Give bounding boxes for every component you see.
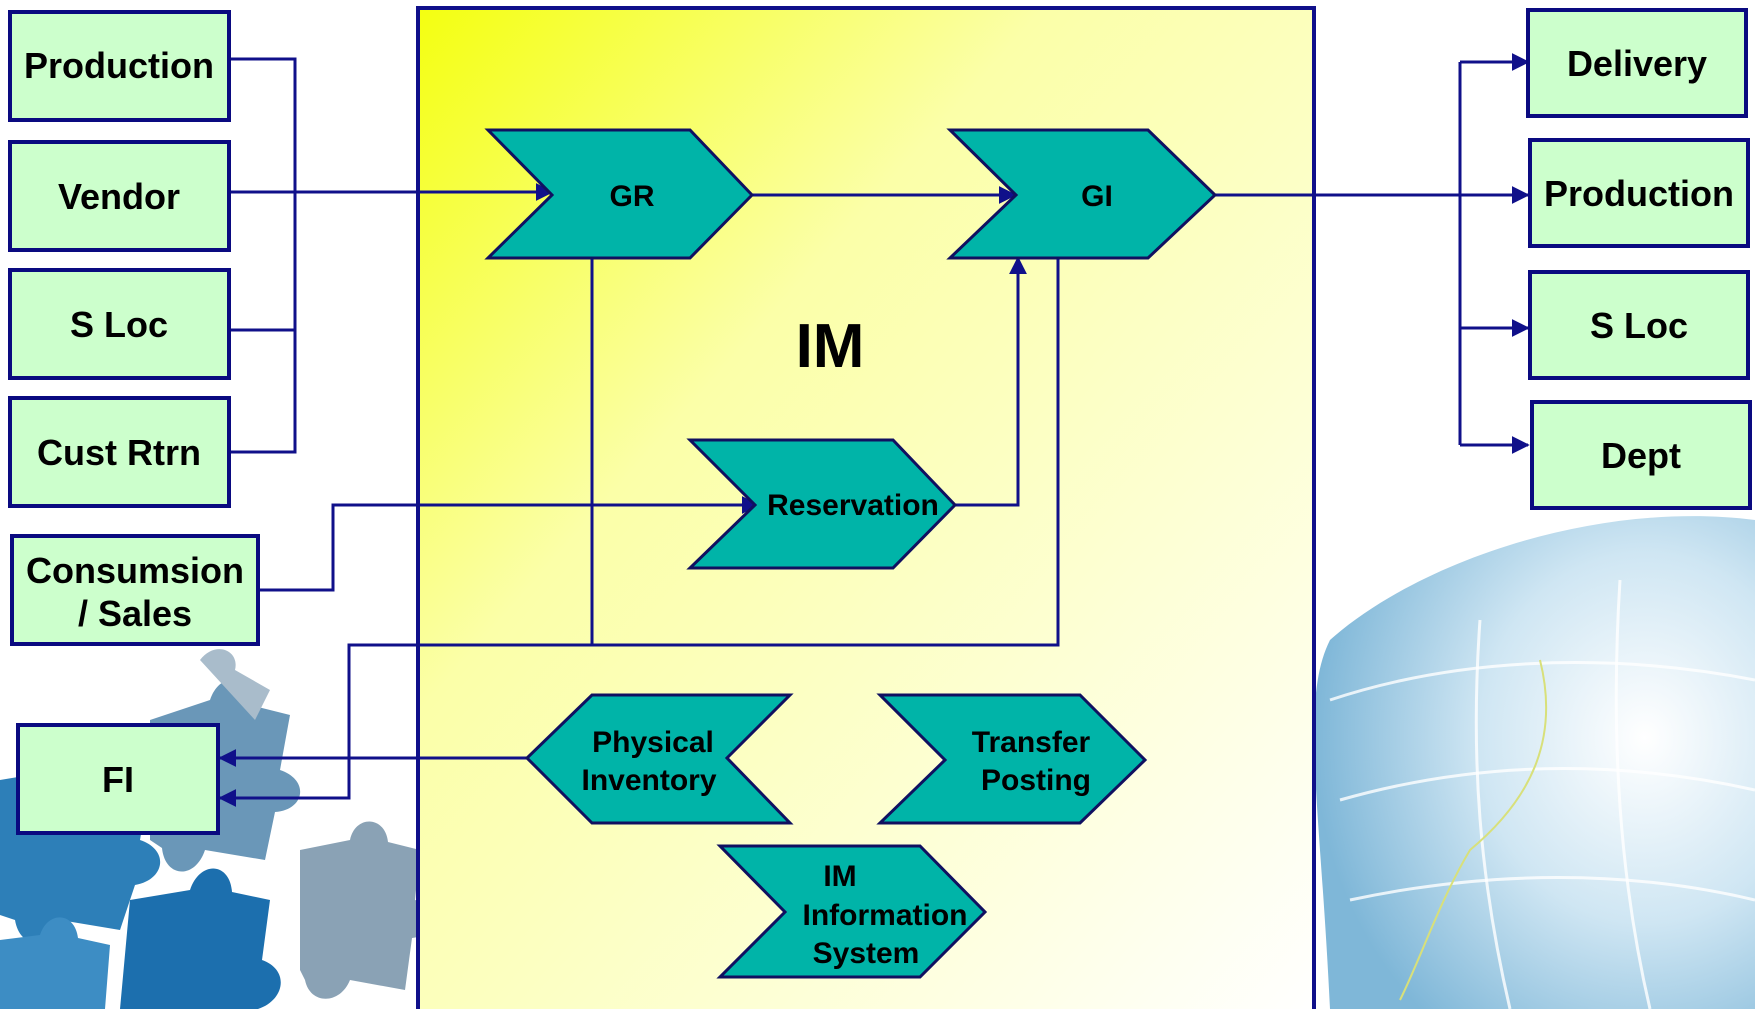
- process-gr: GR: [484, 128, 755, 260]
- input-box-consumsion-sales: Consumsion / Sales: [10, 534, 260, 646]
- process-physical-inventory-line1: Physical: [592, 726, 714, 759]
- output-box-sloc: S Loc: [1528, 270, 1750, 380]
- input-box-fi: FI: [16, 723, 220, 835]
- process-gi-label: GI: [1081, 180, 1113, 213]
- input-box-cust-rtrn: Cust Rtrn: [8, 396, 231, 508]
- process-im-info-system: IM Information System: [716, 844, 988, 979]
- output-box-sloc-label: S Loc: [1590, 305, 1688, 346]
- connectors: [218, 53, 1530, 807]
- process-transfer-posting: Transfer Posting: [876, 693, 1148, 825]
- output-box-delivery-label: Delivery: [1567, 43, 1707, 84]
- process-gi: GI: [946, 128, 1218, 260]
- process-reservation: Reservation: [686, 438, 958, 570]
- output-box-dept-label: Dept: [1601, 435, 1681, 476]
- process-physical-inventory-line2: Inventory: [581, 764, 716, 797]
- input-box-sloc: S Loc: [8, 268, 231, 380]
- process-physical-inventory: Physical Inventory: [524, 693, 794, 825]
- input-box-vendor: Vendor: [8, 140, 231, 252]
- output-box-delivery: Delivery: [1526, 8, 1748, 118]
- input-box-production-label: Production: [24, 45, 214, 86]
- input-box-vendor-label: Vendor: [58, 176, 180, 217]
- im-title: IM: [796, 312, 865, 381]
- input-box-production: Production: [8, 10, 231, 122]
- input-box-consumsion-label-line2: / Sales: [78, 593, 192, 634]
- process-gr-label: GR: [610, 180, 655, 213]
- input-box-consumsion-label-line1: Consumsion: [26, 550, 244, 591]
- output-box-production-label: Production: [1544, 173, 1734, 214]
- output-box-dept: Dept: [1530, 400, 1752, 510]
- process-transfer-posting-line2: Posting: [981, 764, 1091, 797]
- output-box-production: Production: [1528, 138, 1750, 248]
- process-im-info-system-line1: IM: [823, 860, 856, 893]
- process-im-info-system-line2: Information: [803, 899, 968, 932]
- input-box-fi-label: FI: [102, 759, 134, 800]
- input-box-sloc-label: S Loc: [70, 304, 168, 345]
- process-im-info-system-line3: System: [813, 937, 920, 970]
- process-reservation-label: Reservation: [767, 489, 939, 522]
- globe-decoration: [1314, 516, 1755, 1009]
- input-box-cust-rtrn-label: Cust Rtrn: [37, 432, 201, 473]
- process-transfer-posting-line1: Transfer: [972, 726, 1091, 759]
